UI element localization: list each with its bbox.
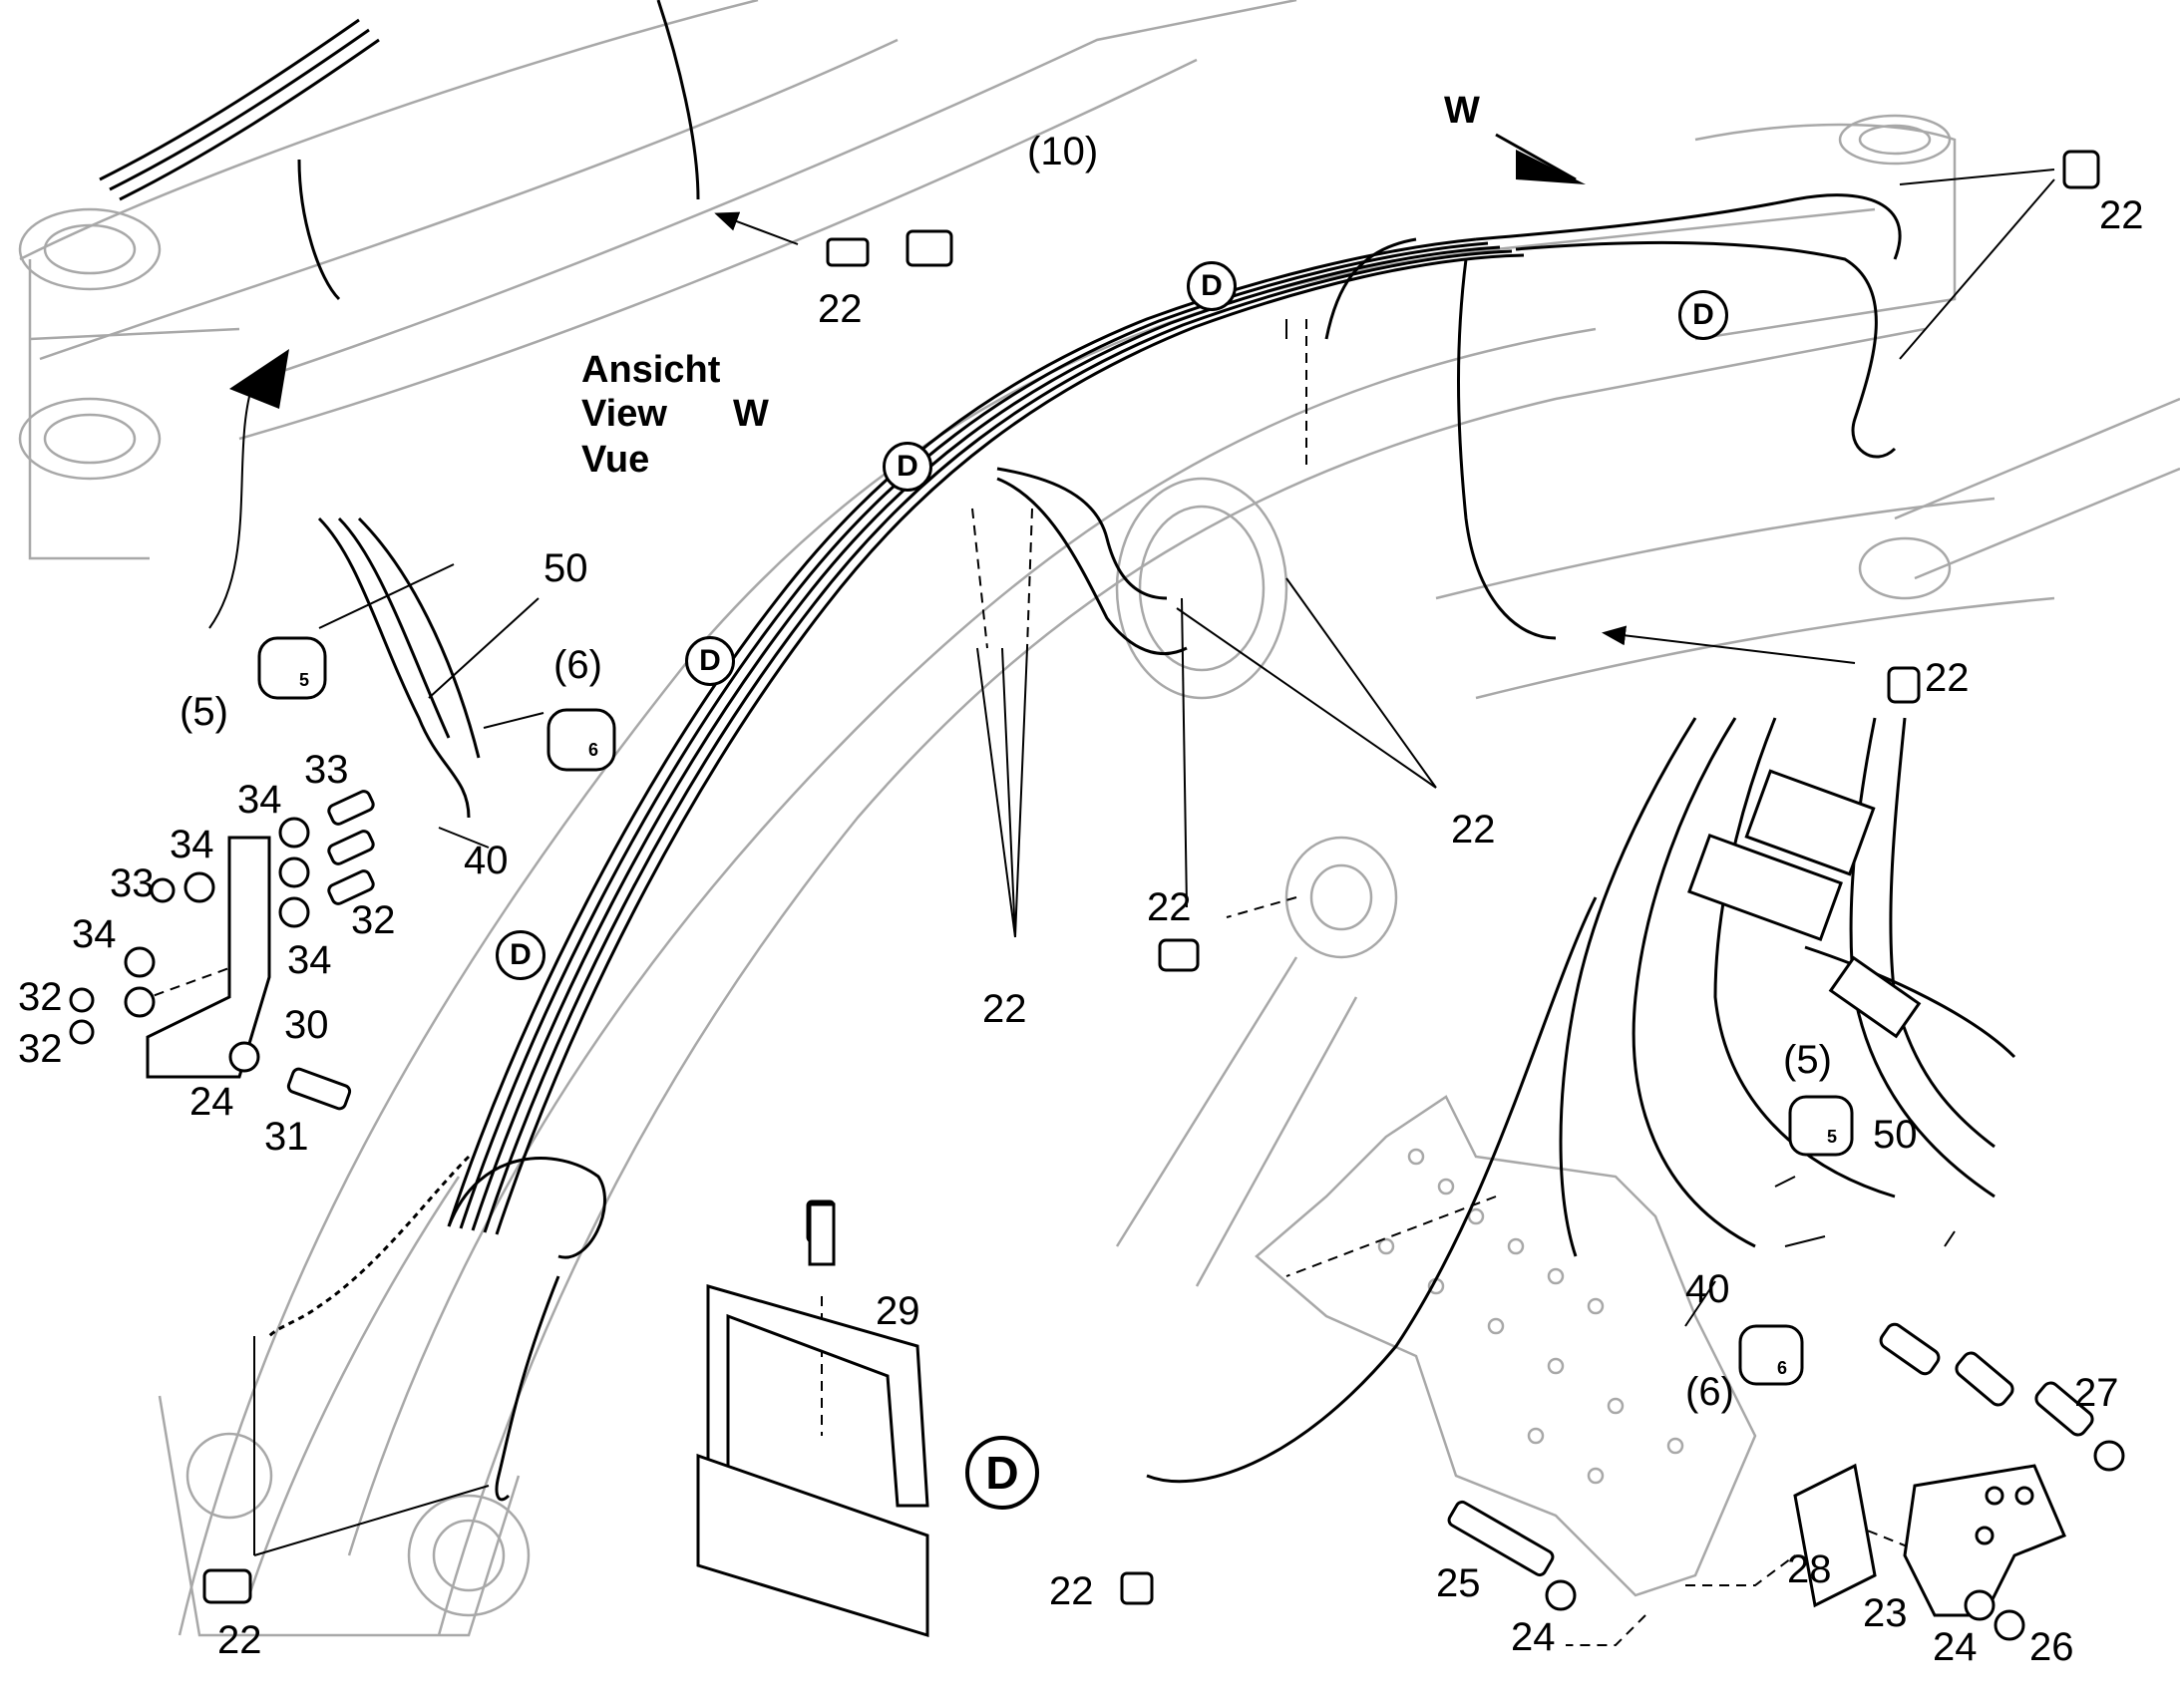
view-label-en: View — [581, 393, 667, 435]
callout-24: 24 — [1511, 1615, 1556, 1659]
callout-34: 34 — [287, 938, 332, 982]
callout-24: 24 — [189, 1080, 234, 1124]
callout-28: 28 — [1787, 1547, 1832, 1591]
callout-29: 29 — [876, 1289, 920, 1333]
callout-23: 23 — [1863, 1591, 1908, 1635]
callout-27: 27 — [2074, 1371, 2119, 1415]
callout-50: 50 — [544, 546, 588, 590]
callout-40: 40 — [1685, 1267, 1730, 1311]
callout-6: (6) — [553, 643, 602, 687]
callout-22: 22 — [1451, 808, 1496, 852]
callout-32: 32 — [18, 975, 63, 1019]
cap-mark-6: 6 — [588, 740, 599, 760]
callout-22: 22 — [217, 1618, 262, 1662]
hose-bundle — [99, 0, 2016, 1502]
callout-31: 31 — [264, 1115, 309, 1159]
cap-mark-5: 5 — [1827, 1127, 1838, 1147]
callout-5: (5) — [180, 690, 228, 734]
callout-22: 22 — [982, 987, 1027, 1031]
bolt-29 — [808, 1202, 836, 1266]
callout-6: (6) — [1685, 1370, 1734, 1414]
callout-22: 22 — [2099, 193, 2144, 237]
leader-lines — [253, 169, 2055, 1556]
detail-d-marker: D — [1187, 261, 1237, 311]
valve-block — [1687, 769, 1922, 1039]
callout-32: 32 — [18, 1027, 63, 1071]
cap-mark-6: 6 — [1777, 1358, 1788, 1378]
callout-34: 34 — [170, 823, 214, 866]
callout-22: 22 — [1147, 885, 1192, 929]
callout-25: 25 — [1436, 1561, 1481, 1605]
detail-d-label: D — [965, 1436, 1039, 1510]
callout-22: 22 — [1925, 656, 1970, 700]
callout-40: 40 — [464, 839, 509, 882]
cap-mark-5: 5 — [299, 670, 310, 690]
callout-33: 33 — [110, 861, 155, 905]
dashed-leaders — [149, 319, 1956, 1646]
detail-d-marker: D — [685, 636, 735, 686]
callout-5: (5) — [1783, 1038, 1832, 1082]
callout-22: 22 — [1049, 1569, 1094, 1613]
view-w-arrow-label: W — [1444, 90, 1480, 132]
callout-34: 34 — [72, 912, 117, 956]
callout-26: 26 — [2029, 1625, 2074, 1669]
callout-50: 50 — [1873, 1113, 1918, 1157]
fittings — [69, 150, 2125, 1641]
view-label-de: Ansicht — [581, 349, 721, 391]
detail-d-marker: D — [496, 930, 545, 980]
callout-33: 33 — [304, 748, 349, 792]
view-arrows — [208, 133, 1586, 629]
callout-24: 24 — [1933, 1625, 1978, 1669]
view-letter: W — [733, 393, 769, 435]
boom-outline — [18, 0, 2180, 1637]
view-label-fr: Vue — [581, 439, 650, 481]
callout-30: 30 — [284, 1003, 329, 1047]
callout-22: 22 — [818, 287, 863, 331]
detail-d-marker: D — [1678, 290, 1728, 340]
callout-34: 34 — [237, 778, 282, 822]
callout-32: 32 — [351, 898, 396, 942]
callout-10: (10) — [1027, 130, 1099, 173]
detail-d-marker: D — [883, 442, 932, 492]
